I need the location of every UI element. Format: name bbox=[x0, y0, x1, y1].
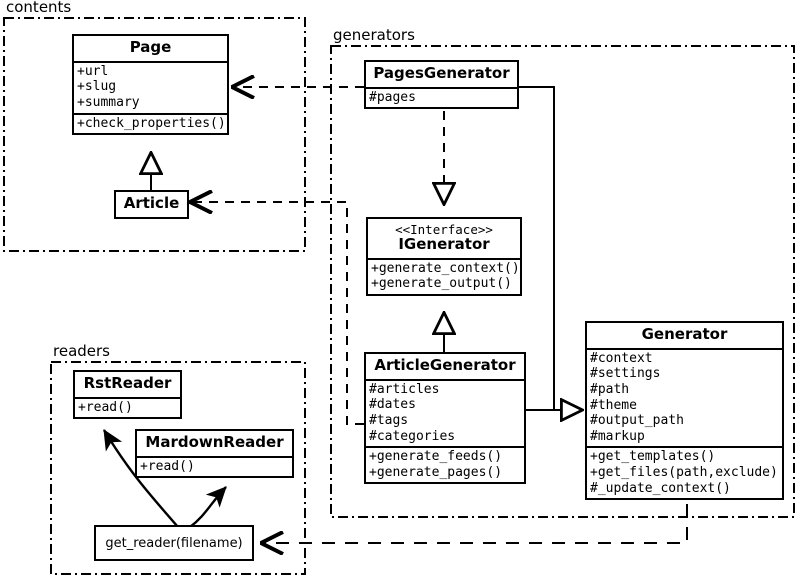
class-box-rst-reader[interactable]: RstReader +read() bbox=[73, 370, 182, 420]
class-box-mardown-reader[interactable]: MardownReader +read() bbox=[135, 429, 294, 479]
class-method: +read() bbox=[78, 399, 133, 415]
class-attribute: #articles bbox=[369, 381, 440, 397]
relationship-articlegenerator-depends-article bbox=[191, 202, 364, 425]
class-attribute: #categories bbox=[369, 428, 456, 444]
class-title-page: Page bbox=[129, 38, 172, 56]
class-attribute: #theme bbox=[590, 397, 637, 413]
class-methods-generator: +get_templates() +get_files(path,exclude… bbox=[587, 446, 782, 498]
class-attribute: #settings bbox=[590, 366, 661, 382]
relationship-getreader-returns-mardownreader bbox=[189, 486, 227, 528]
class-methods-igenerator: +generate_context() +generate_output() bbox=[368, 257, 520, 294]
class-attributes-pages-generator: #pages bbox=[366, 86, 517, 108]
class-attribute: #context bbox=[590, 350, 653, 366]
package-label-generators: generators bbox=[331, 26, 417, 44]
class-method: #_update_context() bbox=[590, 480, 731, 496]
class-methods-page: +check_properties() bbox=[74, 112, 227, 134]
class-title-igenerator: <<Interface>> IGenerator bbox=[368, 219, 520, 258]
class-method: +check_properties() bbox=[77, 115, 226, 131]
class-attribute: #markup bbox=[590, 428, 645, 444]
class-attribute: #pages bbox=[369, 89, 416, 105]
class-attribute: #output_path bbox=[590, 413, 684, 429]
class-box-page[interactable]: Page +url +slug +summary +check_properti… bbox=[72, 34, 229, 136]
class-box-generator[interactable]: Generator #context #settings #path #them… bbox=[585, 321, 784, 501]
class-method: +generate_output() bbox=[371, 276, 512, 292]
package-label-readers: readers bbox=[51, 342, 112, 360]
class-attributes-page: +url +slug +summary bbox=[74, 60, 227, 113]
class-attribute: #dates bbox=[369, 397, 416, 413]
class-attribute: #tags bbox=[369, 412, 409, 428]
class-box-article-generator[interactable]: ArticleGenerator #articles #dates #tags … bbox=[364, 352, 526, 485]
class-title-rst-reader: RstReader bbox=[83, 374, 172, 392]
relationship-generators-inherit-generator bbox=[519, 86, 583, 410]
class-attribute: +url bbox=[77, 63, 109, 79]
class-methods-mardown-reader: +read() bbox=[137, 455, 292, 477]
class-title-mardown-reader: MardownReader bbox=[145, 433, 284, 451]
class-method: +generate_pages() bbox=[369, 464, 503, 480]
class-name-igenerator: IGenerator bbox=[398, 235, 490, 254]
class-attributes-generator: #context #settings #path #theme #output_… bbox=[587, 347, 782, 447]
class-title-pages-generator: PagesGenerator bbox=[373, 64, 510, 82]
class-box-article[interactable]: Article bbox=[114, 190, 189, 219]
class-methods-rst-reader: +read() bbox=[75, 396, 180, 418]
class-box-pages-generator[interactable]: PagesGenerator #pages bbox=[364, 60, 519, 110]
class-method: +generate_feeds() bbox=[369, 449, 503, 465]
class-attribute: +summary bbox=[77, 94, 140, 110]
relationship-generator-depends-getreader bbox=[262, 504, 688, 543]
class-attribute: #path bbox=[590, 381, 630, 397]
class-method: +get_templates() bbox=[590, 449, 716, 465]
class-attributes-article-generator: #articles #dates #tags #categories bbox=[366, 378, 524, 446]
class-method: +read() bbox=[140, 458, 195, 474]
class-box-igenerator[interactable]: <<Interface>> IGenerator +generate_conte… bbox=[366, 217, 522, 297]
class-method: +generate_context() bbox=[371, 260, 520, 276]
class-title-article: Article bbox=[123, 194, 180, 212]
class-attribute: +slug bbox=[77, 79, 117, 95]
class-title-generator: Generator bbox=[641, 325, 728, 343]
function-label-get-reader: get_reader(filename) bbox=[105, 535, 243, 551]
function-box-get-reader[interactable]: get_reader(filename) bbox=[94, 525, 254, 561]
class-methods-article-generator: +generate_feeds() +generate_pages() bbox=[366, 446, 524, 482]
class-method: +get_files(path,exclude) bbox=[590, 464, 778, 480]
package-label-contents: contents bbox=[4, 0, 74, 16]
class-title-article-generator: ArticleGenerator bbox=[374, 356, 516, 374]
